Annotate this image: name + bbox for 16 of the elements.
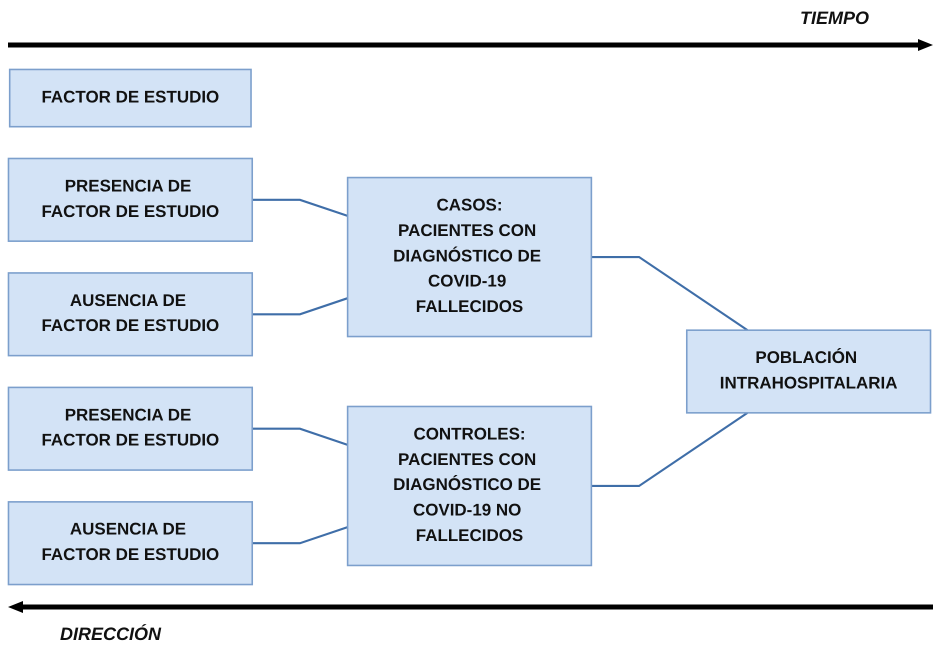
node-box: FACTOR DE ESTUDIO (8, 68, 252, 128)
connector (591, 412, 748, 488)
node-box: AUSENCIA DE FACTOR DE ESTUDIO (8, 501, 254, 586)
node-box: POBLACIÓN INTRAHOSPITALARIA (686, 329, 932, 414)
axis-label: TIEMPO (800, 8, 869, 29)
node-box: CASOS: PACIENTES CON DIAGNÓSTICO DE COVID-19 FALLECIDOS (346, 176, 592, 338)
connector (252, 526, 348, 544)
connector (591, 256, 748, 332)
connector (252, 198, 348, 217)
node-box: AUSENCIA DE FACTOR DE ESTUDIO (8, 272, 254, 356)
node-box: CONTROLES: PACIENTES CON DIAGNÓSTICO DE COVID-19 NO FALLECIDOS (346, 406, 592, 566)
node-box: PRESENCIA DE FACTOR DE ESTUDIO (8, 158, 254, 242)
connector (252, 428, 348, 446)
node-box: PRESENCIA DE FACTOR DE ESTUDIO (8, 386, 254, 471)
axis-label: DIRECCIÓN (60, 624, 162, 645)
connector (252, 297, 348, 316)
